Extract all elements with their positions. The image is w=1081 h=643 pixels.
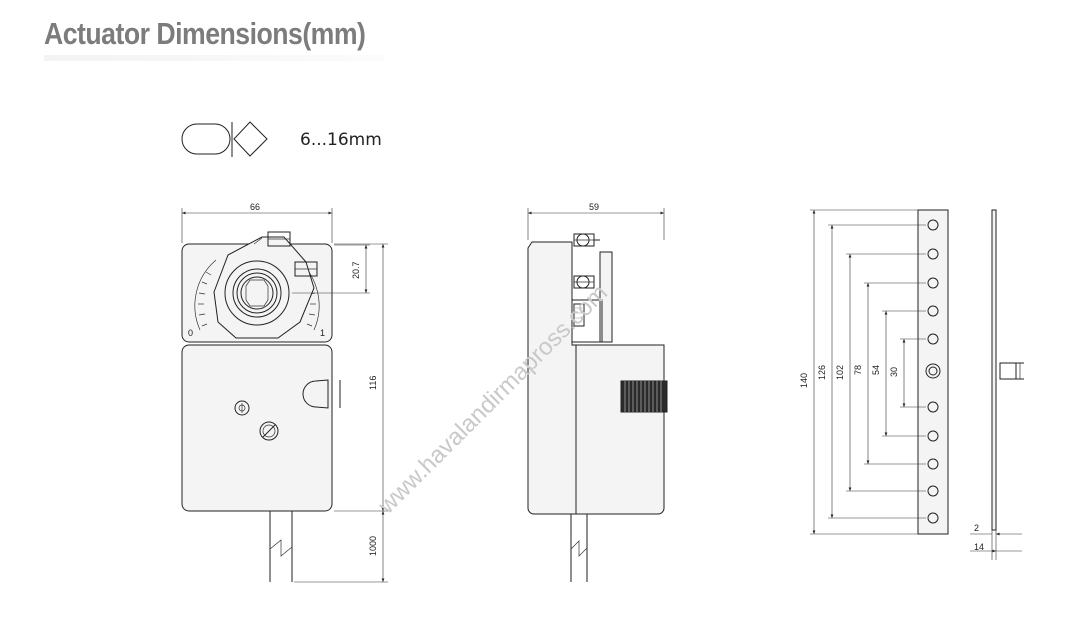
depth-label: 14 [974,542,984,552]
thickness-label: 2 [974,523,979,533]
rail-holes [925,219,941,524]
manual-release-tab [302,379,329,409]
square-shaft-icon [233,121,268,157]
rail-label-30: 30 [889,367,899,377]
scale-min-label: 0 [188,328,193,338]
rail-label-140: 140 [799,373,809,388]
rail-label-78: 78 [853,365,863,375]
side-clamp-plate [599,251,613,343]
round-shaft-icon [181,123,231,155]
rail-stud [999,362,1017,380]
mounting-rail: 140 126 102 78 54 30 2 [799,209,1024,560]
side-housing [527,241,665,515]
rail-label-54: 54 [871,365,881,375]
front-view: 66 0 1 [181,202,388,583]
lower-housing [181,344,333,512]
manual-knob [620,380,668,413]
rail-profile [991,209,997,531]
side-width-label: 59 [589,202,599,212]
title-reflection [44,55,384,61]
side-view: 59 [527,202,668,582]
screw-icon [259,421,279,441]
rail-label-126: 126 [817,365,827,380]
release-button-icon [234,400,250,416]
shaft-clamp [213,236,315,339]
shaft-symbol: 6...16mm [181,121,382,157]
cable-length-label: 1000 [368,536,378,556]
shaft-size-label: 6...16mm [300,130,382,150]
front-width-label: 66 [250,202,260,212]
page-title: Actuator Dimensions(mm) [44,16,366,51]
height-label: 116 [368,376,378,390]
offset-label: 20.7 [351,261,361,279]
rail-strip [917,209,949,535]
scale-max-label: 1 [320,328,325,338]
rail-label-102: 102 [835,365,845,380]
side-bolts [573,233,600,327]
